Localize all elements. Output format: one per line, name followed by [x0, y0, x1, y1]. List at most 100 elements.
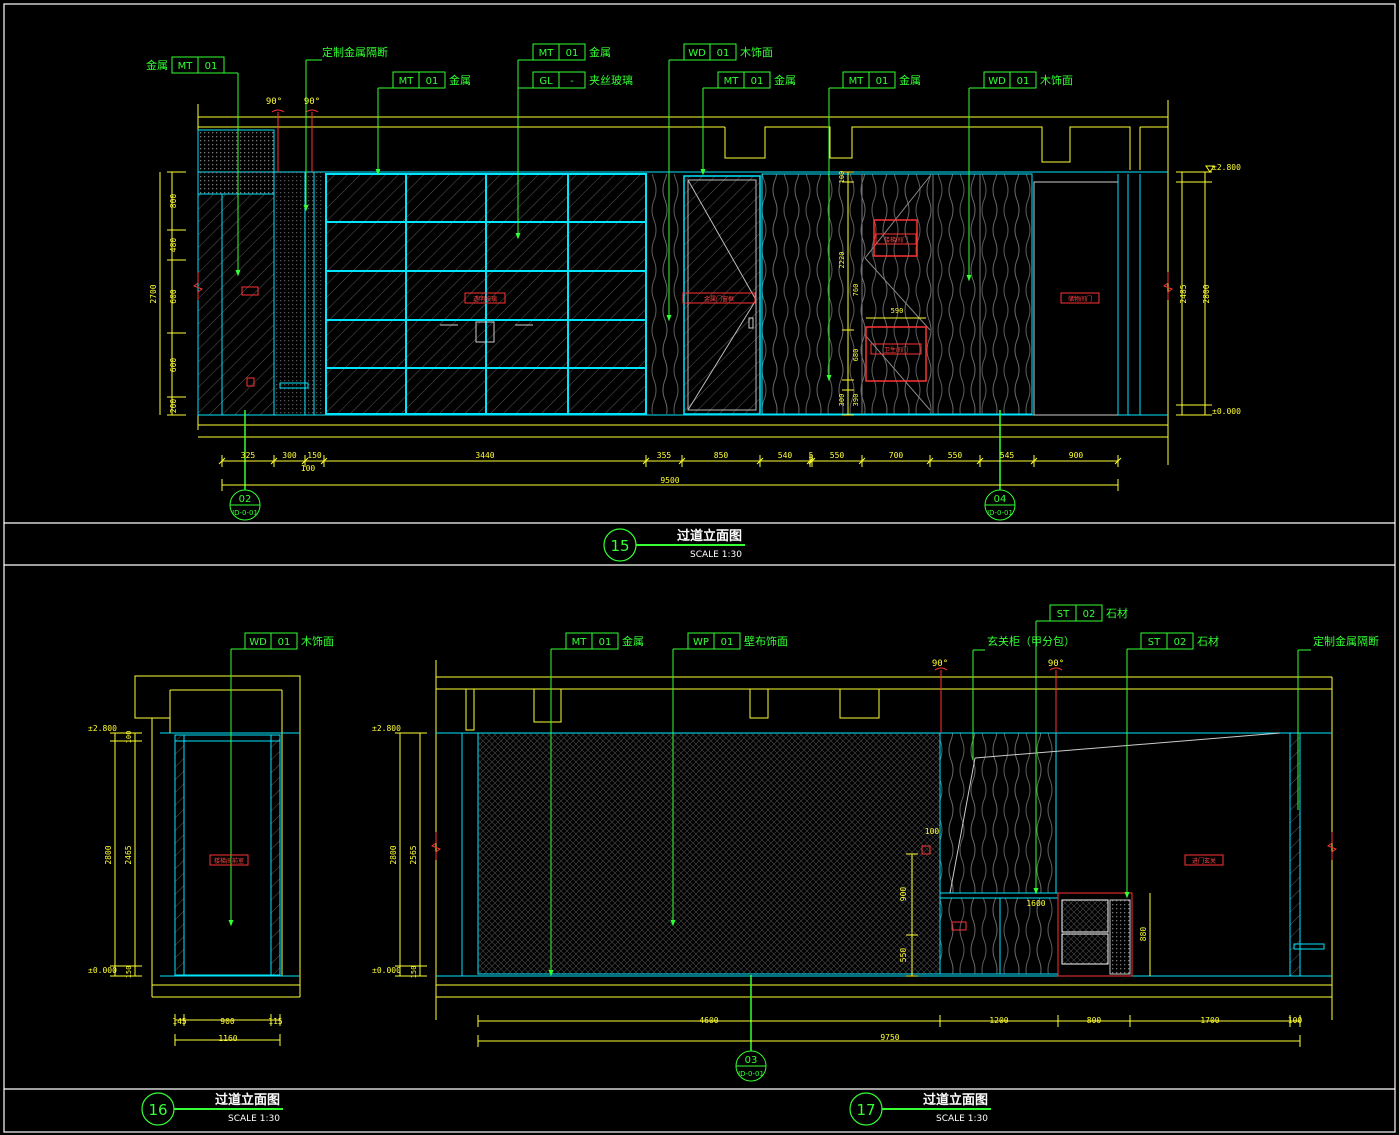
title15-title: 过道立面图	[677, 528, 742, 544]
dim15-mid-1: 2220	[838, 252, 846, 269]
dim16-total: 1160	[218, 1034, 237, 1043]
tag17-wallcloth-num-box	[713, 632, 741, 650]
dim15-mid-2: 760	[852, 284, 860, 297]
callout15-ref-0: ID-0-01	[232, 509, 258, 517]
dim15-left-3: 600	[169, 358, 178, 373]
dim15-right-0: 2485	[1179, 284, 1188, 303]
tag15-metal-e-label: 金属	[899, 73, 921, 87]
dim15-left-0: 800	[169, 194, 178, 209]
tag15-wood-b-label: 木饰面	[1040, 73, 1073, 87]
dim15-sub: 100	[301, 464, 316, 473]
dim17-mid-3: 1600	[1026, 899, 1045, 908]
tag17-metal-num-box	[591, 632, 619, 650]
tag17-stone-a-label: 石材	[1106, 606, 1128, 620]
tag15-metal-c-label: 金属	[589, 45, 611, 59]
dim17-mid-0: 100	[925, 827, 940, 836]
title16-scale: SCALE 1:30	[228, 1114, 280, 1124]
title16-number: 16	[148, 1101, 167, 1119]
tag15-glass-code: GL	[539, 76, 553, 87]
dim15-bottom-5: 850	[714, 451, 729, 460]
tag15-metal-c-num: 01	[566, 48, 579, 59]
room-label-box-2	[875, 233, 917, 245]
title17-number: 17	[856, 1101, 875, 1119]
dim17-bottom-1: 1200	[989, 1016, 1008, 1025]
dim15-mid-6: 590	[891, 307, 904, 315]
tag17-stone-b-label: 石材	[1197, 634, 1219, 648]
dim17-left-0: 2800	[389, 845, 398, 864]
room-label-box-4	[1060, 292, 1100, 304]
tag15-wood-a-arrow	[666, 314, 672, 322]
dim15-bottom-12: 900	[1069, 451, 1084, 460]
tag15-metal-d-code: MT	[724, 76, 740, 87]
tag15-wood-a-num: 01	[717, 48, 730, 59]
tag17-metal-num: 01	[599, 637, 612, 648]
tag15-partition-label: 定制金属隔断	[322, 45, 388, 59]
tag15-metal-b-code: MT	[399, 76, 415, 87]
tag15-metal-a-code: MT	[178, 61, 194, 72]
dim15-bottom-9: 700	[889, 451, 904, 460]
dim17-mid-4: 880	[1139, 927, 1148, 942]
tag15-wood-a-num-box	[709, 43, 737, 61]
level15-top: ±2.800	[1212, 163, 1241, 172]
tag15-metal-a-num-box	[197, 56, 225, 74]
dim17-total: 9750	[880, 1033, 899, 1042]
tag17-stone-a-num: 02	[1083, 609, 1096, 620]
dim15-bottom-0: 325	[241, 451, 256, 460]
elevation-17	[435, 660, 1333, 1020]
tag15-metal-e-num-box	[868, 71, 896, 89]
tag15-metal-a-num: 01	[205, 61, 218, 72]
tag17-stone-a-code: ST	[1057, 609, 1070, 620]
break-mark-2	[430, 832, 442, 860]
dim16-left-1: 2465	[124, 845, 133, 864]
tag15-metal-d-label: 金属	[774, 73, 796, 87]
dim16-bottom-0: 145	[172, 1017, 187, 1026]
level17-top: ±2.800	[372, 724, 401, 733]
dim15-left-2: 600	[169, 289, 178, 304]
tag16-wood-label: 木饰面	[301, 634, 334, 648]
sheet-frame	[3, 3, 1396, 1133]
tag15-glass-num-box	[558, 71, 586, 89]
dim17-left-2: 150	[410, 966, 418, 979]
break-mark-3	[1326, 832, 1338, 860]
room16-box	[209, 854, 249, 866]
dim15-left-1: 480	[169, 238, 178, 253]
tag17-wallcloth-arrow	[670, 919, 676, 927]
dim15-bottom-8: 550	[830, 451, 845, 460]
dim15-mid-4: 300	[838, 394, 846, 407]
tag15-metal-e-arrow	[826, 374, 832, 382]
leader-lines	[141, 43, 1338, 1126]
tag15-metal-a-arrow	[235, 269, 241, 277]
tag15-metal-b-num: 01	[426, 76, 439, 87]
tag17-stone-a-num-box	[1075, 604, 1103, 622]
tag15-metal-d-num-box	[743, 71, 771, 89]
dim16-bottom-2: 115	[268, 1017, 283, 1026]
angle17-a: 90°	[932, 659, 948, 669]
tag16-wood-code: WD	[249, 637, 267, 648]
tag17-stone-b-arrow	[1124, 891, 1130, 899]
dim17-bottom-2: 800	[1087, 1016, 1102, 1025]
tag16-wood-num-box	[270, 632, 298, 650]
tag15-metal-d-num: 01	[751, 76, 764, 87]
room-label-box-0	[464, 292, 506, 304]
dim17-bottom-0: 4600	[699, 1016, 718, 1025]
dim15-mid-0: 100	[838, 171, 846, 184]
dim15-mid-3: 680	[852, 349, 860, 362]
tag15-metal-b-arrow	[375, 168, 381, 176]
dim15-bottom-1: 300	[282, 451, 297, 460]
room17-label: 进门玄关	[1192, 857, 1216, 865]
room-label-3: 卫生间门	[884, 346, 908, 354]
level16-top: ±2.800	[88, 724, 117, 733]
dim15-mid-5: 390	[852, 394, 860, 407]
dim17-left-1: 2565	[409, 845, 418, 864]
dim15-left-4: 200	[169, 399, 178, 414]
callout15-num-0: 02	[239, 494, 252, 505]
dim16-left-0: 2800	[104, 845, 113, 864]
room-label-4: 储物间门	[1068, 295, 1092, 303]
break-mark-1	[1162, 272, 1174, 300]
tag16-wood-arrow	[228, 919, 234, 927]
callout15-num-1: 04	[994, 494, 1007, 505]
tag17-metal-label: 金属	[622, 634, 644, 648]
room-label-1: 金属门窗框	[704, 295, 734, 303]
dim15-bottom-4: 355	[657, 451, 672, 460]
dim16-left-2: 100	[125, 731, 133, 744]
